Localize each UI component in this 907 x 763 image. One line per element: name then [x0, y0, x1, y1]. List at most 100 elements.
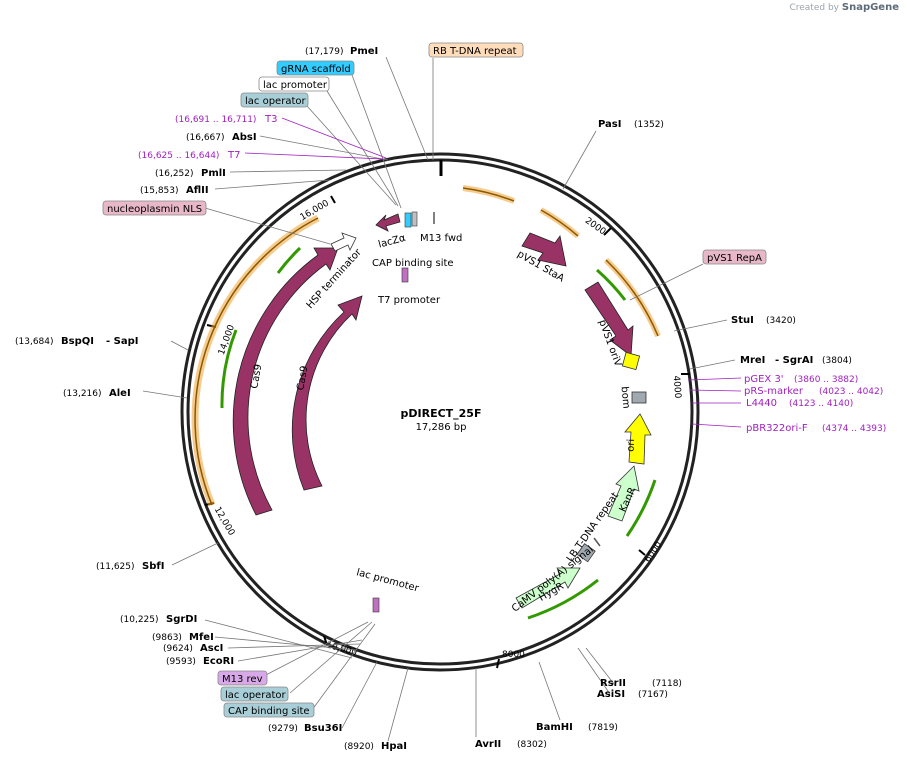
enzyme-name: PmlI	[201, 168, 226, 179]
tick-14000: 14,000	[217, 323, 237, 356]
enzyme-name: AleI	[109, 388, 131, 399]
repa-box	[702, 249, 767, 265]
primer-name: pRS-marker	[744, 386, 804, 397]
m13rev-box	[217, 670, 268, 686]
label-cas9-a: Cas9	[249, 363, 264, 389]
enzyme-name: MreI	[740, 355, 765, 366]
label-camv: CaMV poly(A) signal	[510, 544, 596, 614]
enzyme-name: AflII	[186, 185, 209, 196]
plasmid-name: pDIRECT_25F	[401, 407, 482, 420]
enzyme-pos: (8920)	[344, 742, 374, 752]
green-arc-hyg	[527, 578, 599, 620]
orange-arc-1-line	[462, 187, 515, 202]
primer-name: L4440	[746, 398, 777, 409]
enzyme-name: RsrII	[600, 678, 626, 689]
green-arc-repa	[596, 268, 627, 301]
enzyme-pos: (8302)	[517, 740, 547, 750]
tick-12000: 12,000	[212, 505, 237, 538]
repa-arrow	[584, 281, 634, 357]
lacop-box	[411, 211, 418, 227]
enzyme-name: MfeI	[189, 632, 214, 643]
grna-label: gRNA scaffold	[281, 64, 351, 75]
lac-bottom-box	[372, 597, 380, 613]
lac-operator-bottom-box	[220, 686, 289, 702]
staa-arrow	[521, 232, 567, 267]
camv-box	[576, 543, 596, 563]
primer-name: T3	[264, 114, 277, 125]
repa-label: pVS1 RepA	[707, 253, 762, 264]
primer-name: T7	[227, 150, 240, 161]
enzyme-name: PasI	[598, 119, 621, 130]
orange-arc-3-line	[605, 259, 659, 337]
label-lac-prom-bottom: lac promoter	[355, 567, 421, 594]
enzyme-pos: (17,179)	[305, 47, 344, 57]
enzyme-name: SbfI	[142, 561, 164, 572]
primer-pos: (16,691 .. 16,711)	[175, 115, 256, 125]
enzyme-pos: (13,216)	[63, 389, 102, 399]
lacz-arrow	[375, 213, 401, 232]
cap-bottom-label: CAP binding site	[228, 706, 310, 717]
green-arc-left-mid	[220, 329, 238, 409]
lac-promoter-top-label: lac promoter	[263, 80, 328, 91]
enzyme-name: BspQI	[61, 336, 94, 347]
primer-labels: (16,691 .. 16,711) T3 (16,625 .. 16,644)…	[138, 114, 886, 434]
snapgene-credit: Created by SnapGene	[789, 2, 899, 13]
t7-box	[401, 267, 409, 283]
ori-arrow	[624, 413, 652, 465]
credit-brand: SnapGene	[841, 2, 899, 13]
nls-label: nucleoplasmin NLS	[107, 204, 202, 215]
enzyme-name: BamHI	[536, 722, 573, 733]
grna-box	[404, 212, 412, 228]
enzyme-name: Bsu36I	[304, 723, 342, 734]
enzyme-name: AbsI	[232, 132, 257, 143]
lb-line	[593, 537, 601, 547]
label-cap: CAP binding site	[372, 258, 454, 269]
enzyme-pos: (16,252)	[155, 169, 194, 179]
enzyme-pos: (7819)	[588, 723, 618, 733]
tick-8000: 8000	[502, 650, 525, 660]
backbone-outer	[180, 152, 700, 672]
enzyme-labels: (17,179) PmeI (16,667) AbsI (16,252) Pml…	[15, 46, 852, 752]
lac-operator-bottom-label: lac operator	[225, 690, 286, 701]
primer-pos: (4023 .. 4042)	[819, 387, 883, 397]
enzyme-pos: (7167)	[638, 690, 668, 700]
enzyme-name: AvrII	[475, 739, 501, 750]
rb-repeat-box	[428, 42, 524, 58]
enzyme-pos: (9279)	[268, 724, 298, 734]
green-arc-left-top	[276, 246, 302, 274]
bom-box	[631, 391, 647, 404]
kanr-arrow	[607, 465, 640, 522]
enzyme-pos: (7118)	[652, 679, 682, 689]
enzyme-pos: (13,684)	[15, 337, 54, 347]
primer-pos: (4374 .. 4393)	[822, 424, 886, 434]
primer-pos: (4123 .. 4140)	[789, 399, 853, 409]
enzyme-name: - SgrAI	[775, 355, 813, 366]
enzyme-pos: (9624)	[163, 644, 193, 654]
enzyme-pos: (15,853)	[140, 186, 179, 196]
enzyme-name: StuI	[731, 315, 754, 326]
enzyme-name: HpaI	[381, 741, 407, 752]
enzyme-pos: (9593)	[166, 657, 196, 667]
plasmid-length: 17,286 bp	[416, 422, 467, 433]
label-cas9-b: Cas9	[295, 365, 310, 391]
enzyme-pos: (1352)	[634, 120, 664, 130]
enzyme-pos: (11,625)	[96, 562, 135, 572]
lac-operator-top-label: lac operator	[245, 96, 306, 107]
tick-4000: 4000	[671, 375, 683, 399]
label-t7prom: T7 promoter	[377, 295, 441, 306]
cap-bottom-box	[223, 702, 315, 718]
grna-box-label	[276, 60, 355, 76]
primer-pos: (3860 .. 3882)	[794, 375, 858, 385]
enzyme-name: - SapI	[106, 336, 138, 347]
orange-arc-2-line	[540, 209, 579, 237]
hsp-arrow	[330, 232, 357, 252]
enzyme-pos: (16,667)	[186, 133, 225, 143]
enzyme-name: PmeI	[350, 46, 378, 57]
enzyme-pos: (3804)	[822, 356, 852, 366]
primer-pos: (16,625 .. 16,644)	[138, 151, 219, 161]
rb-repeat-label: RB T-DNA repeat	[433, 46, 517, 57]
primer-name: pGEX 3'	[744, 374, 784, 385]
m13rev-label: M13 rev	[222, 674, 263, 685]
nls-box	[102, 200, 207, 216]
